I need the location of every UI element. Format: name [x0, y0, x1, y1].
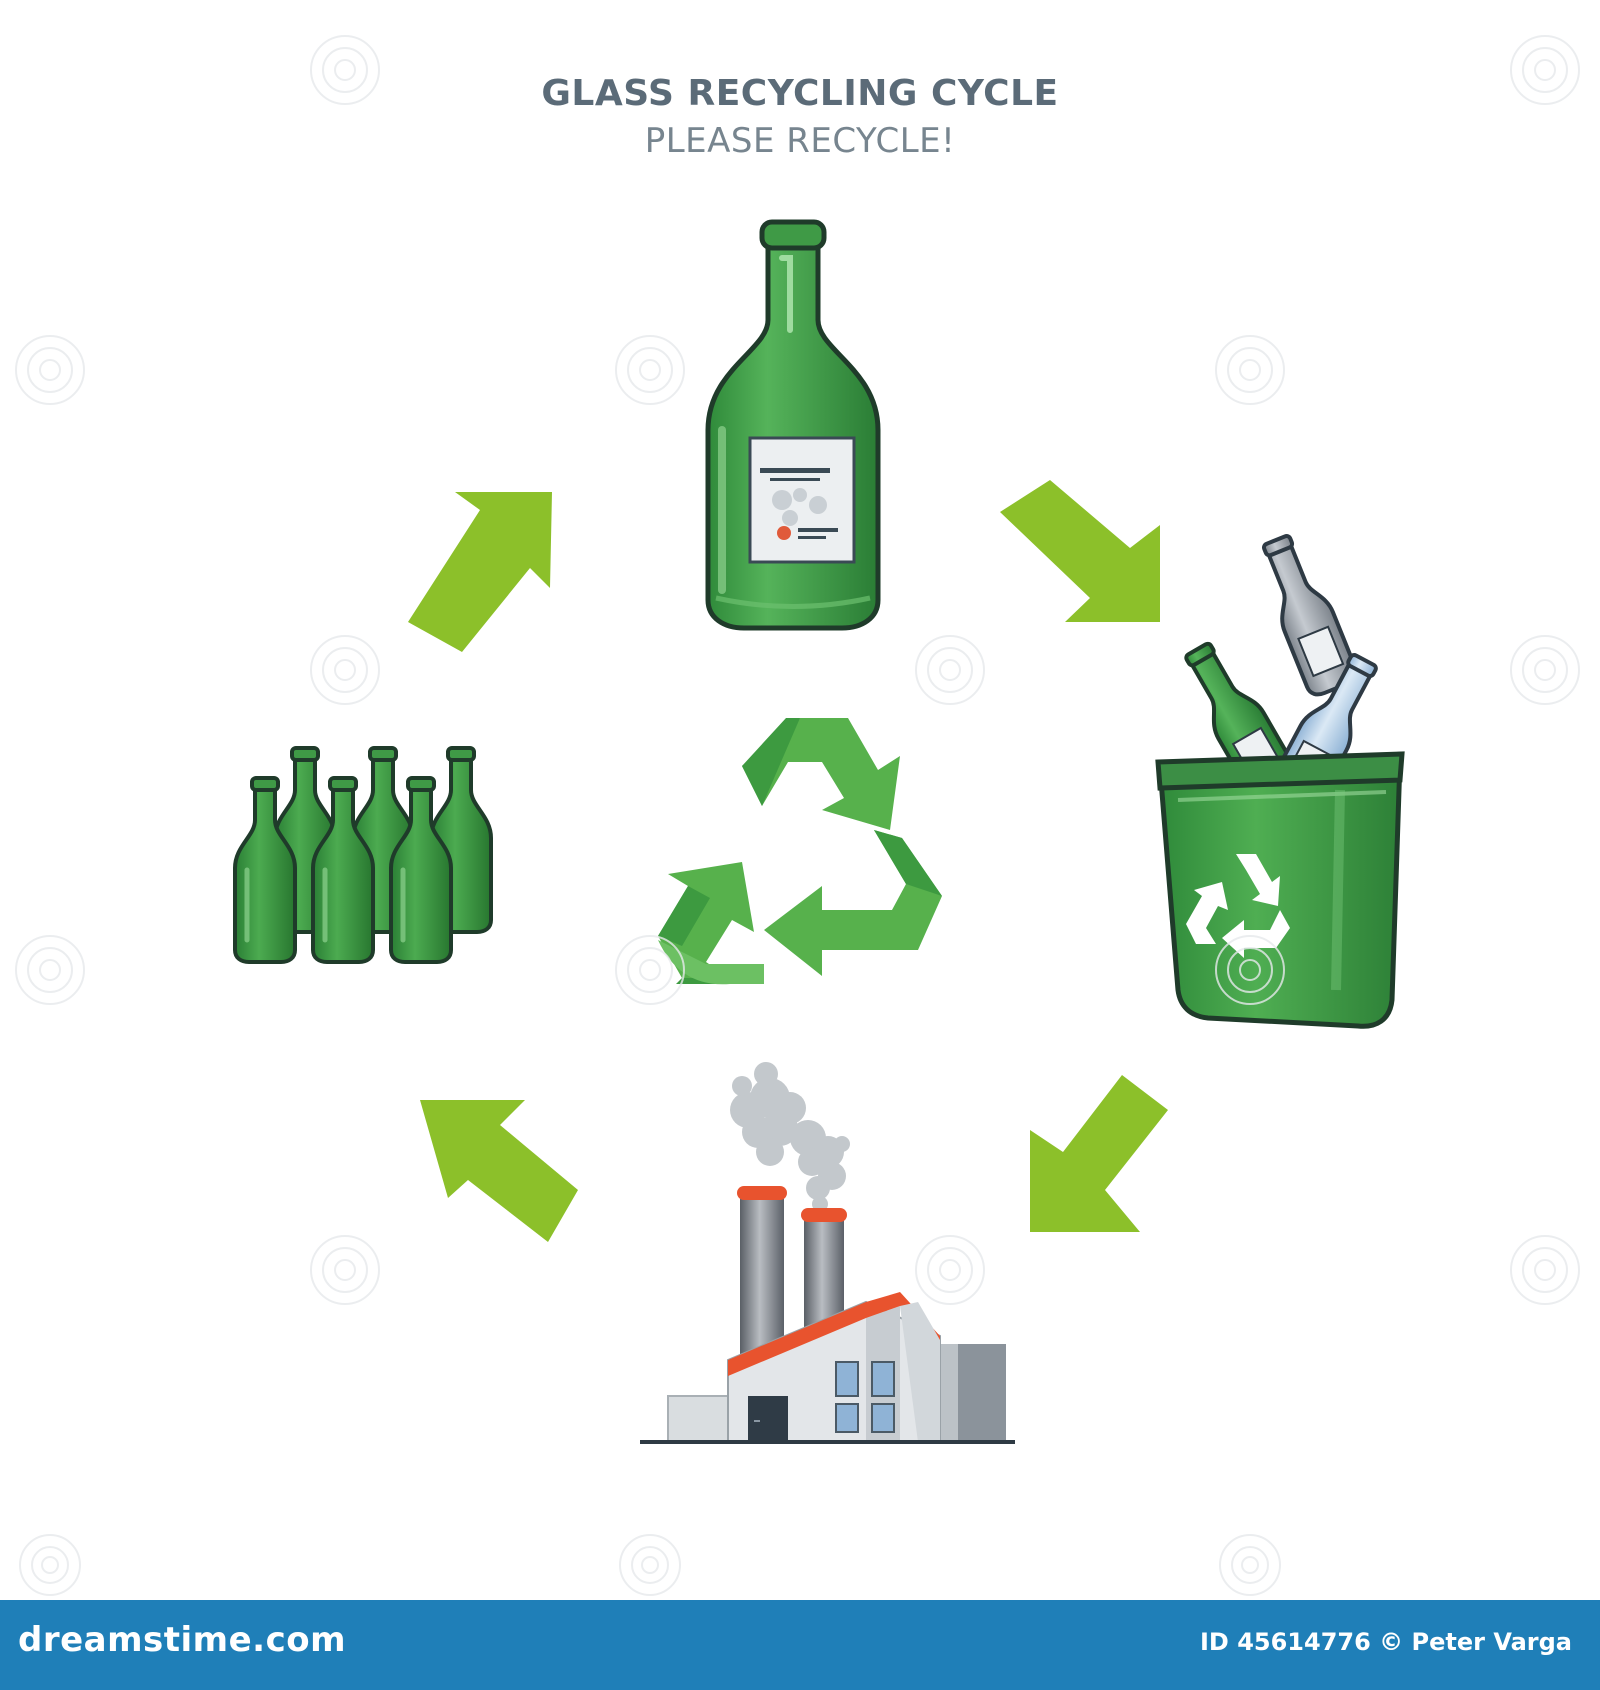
header: GLASS RECYCLING CYCLE PLEASE RECYCLE! — [0, 70, 1600, 164]
footer-brand: dreamstime.com — [18, 1620, 347, 1660]
footer-bar: dreamstime.com ID 45614776 © Peter Varga — [0, 1600, 1600, 1690]
grey-bottle-icon — [1249, 528, 1362, 701]
cycle-artwork — [233, 219, 1405, 1444]
diagram: GLASS RECYCLING CYCLE PLEASE RECYCLE! — [0, 35, 1600, 1596]
footer-credit: ID 45614776 © Peter Varga — [1200, 1628, 1572, 1656]
arrow-to-new-bottles — [420, 1100, 578, 1242]
smoke-icon — [730, 1062, 850, 1212]
arrow-to-factory — [1030, 1075, 1168, 1232]
recycling-bin-icon — [1155, 528, 1405, 1029]
arrow-to-bin — [1000, 480, 1160, 622]
page-title: GLASS RECYCLING CYCLE — [541, 73, 1059, 114]
recycle-symbol-icon — [658, 718, 942, 985]
glass-factory-icon — [640, 1062, 1015, 1444]
arrow-to-bottle — [408, 492, 552, 652]
new-bottles-icon — [233, 746, 493, 964]
glass-bottle-icon — [705, 219, 881, 631]
page-subtitle: PLEASE RECYCLE! — [644, 121, 956, 161]
